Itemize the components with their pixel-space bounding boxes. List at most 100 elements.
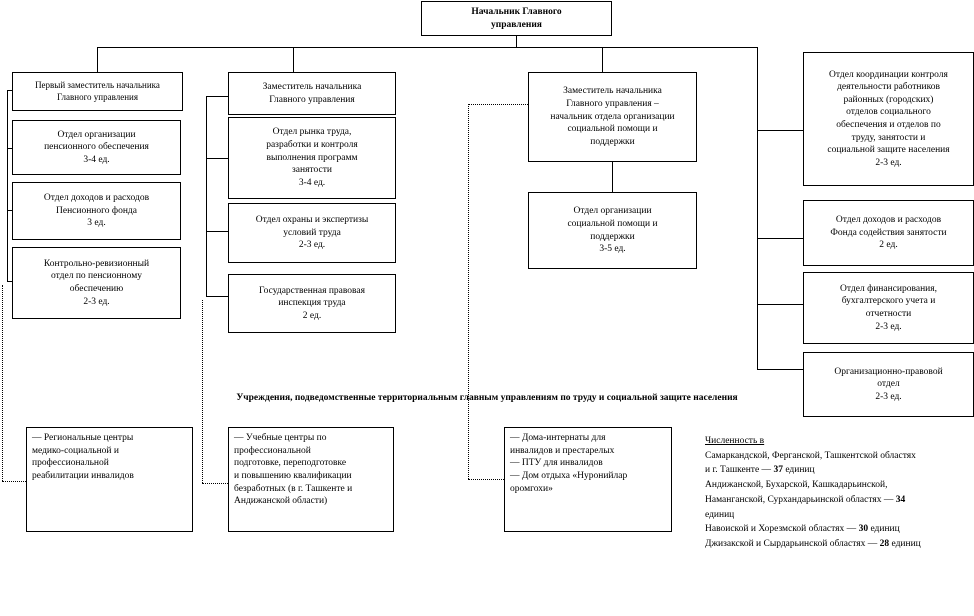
head-line: управления: [491, 19, 542, 30]
dept-line: занятости: [292, 165, 332, 176]
dept-line: обеспечения и отделов по: [836, 120, 941, 130]
institution-training-centers: — Учебные центры по профессиональной под…: [228, 427, 394, 532]
first-deputy-line: Первый заместитель начальника: [35, 79, 160, 90]
staff-count-row: и г. Ташкенте — 37 единиц: [705, 465, 815, 476]
dept-line: отделов социального: [846, 107, 931, 118]
dept-staff: 2 ед.: [879, 240, 898, 251]
staff-count-row: Андижанской, Бухарской, Кашкадарьинской,: [705, 480, 888, 491]
connector: [516, 35, 517, 48]
deputy-line: Заместитель начальника: [262, 81, 362, 92]
staff-count-row: Навоиской и Хорезмской областях — 30 еди…: [705, 524, 900, 535]
dept-staff: 2-3 ед.: [875, 321, 902, 332]
dept-line: труду, занятости и: [851, 132, 926, 143]
institution-line: — Региональные центры: [32, 433, 134, 443]
connector: [206, 296, 228, 297]
dept-line: выполнения программ: [266, 152, 358, 163]
deputy-line: Главного управления: [269, 94, 355, 105]
deputy-line: Главного управления –: [566, 99, 659, 110]
dept-staff: 3 ед.: [87, 218, 106, 229]
dept-line: районных (городских): [843, 94, 934, 105]
deputy-line: социальной помощи и: [567, 124, 658, 135]
dept-line: условий труда: [283, 227, 341, 238]
dept-line: Отдел доходов и расходов: [43, 193, 150, 204]
connector: [757, 238, 803, 239]
dept-legal: Организационно-правовой отдел 2-3 ед.: [803, 352, 974, 417]
dept-staff: 3-5 ед.: [599, 244, 626, 255]
institution-line: медико-социальной и: [32, 445, 119, 456]
institution-line: и повышению квалификации: [234, 470, 352, 481]
dept-line: поддержки: [590, 231, 635, 242]
connector: [7, 90, 12, 91]
dept-labor-market: Отдел рынка труда, разработки и контроля…: [228, 117, 396, 199]
dept-line: Отдел рынка труда,: [272, 127, 352, 138]
connector: [7, 90, 8, 281]
dept-line: отчетности: [865, 309, 912, 319]
dept-pension-organization: Отдел организации пенсионного обеспечени…: [12, 120, 181, 175]
first-deputy-box: Первый заместитель начальника Главного у…: [12, 72, 183, 111]
staff-count-row: Самаркандской, Ферганской, Ташкентской о…: [705, 450, 916, 461]
institution-line: профессиональной: [234, 445, 311, 456]
dotted-connector: [202, 300, 203, 483]
dept-coordination-control: Отдел координации контроля деятельности …: [803, 52, 974, 186]
institution-line: инвалидов и престарелых: [510, 445, 615, 456]
institution-line: профессиональной: [32, 458, 109, 469]
head-box: Начальник Главного управления: [421, 1, 612, 36]
dept-line: отдел: [877, 379, 900, 390]
dept-line: разработки и контроля: [266, 140, 358, 151]
connector: [97, 47, 757, 48]
dept-social-assistance: Отдел организации социальной помощи и по…: [528, 192, 697, 269]
connector: [757, 369, 803, 370]
dept-staff: 2-3 ед.: [298, 240, 326, 251]
dotted-connector: [2, 481, 26, 482]
dept-line: социальной помощи и: [567, 218, 658, 229]
dept-staff: 2 ед.: [302, 310, 322, 321]
connector: [612, 161, 613, 192]
connector: [206, 231, 228, 232]
dept-line: Контрольно-ревизионный: [43, 258, 150, 269]
first-deputy-line: Главного управления: [57, 91, 138, 102]
dotted-connector: [468, 104, 528, 105]
dept-finance-accounting: Отдел финансирования, бухгалтерского уче…: [803, 272, 974, 344]
dept-pension-audit: Контрольно-ревизионный отдел по пенсионн…: [12, 247, 181, 319]
connector: [7, 281, 12, 282]
dotted-connector: [468, 104, 469, 479]
dept-line: Отдел координации контроля: [829, 69, 948, 80]
dept-line: Пенсионного фонда: [56, 205, 137, 216]
connector: [206, 96, 207, 296]
institution-line: — Дом отдыха «Нуронийлар: [510, 470, 628, 481]
dept-line: Отдел организации: [57, 129, 136, 140]
dept-line: пенсионного обеспечения: [44, 142, 149, 153]
dept-staff: 2-3 ед.: [83, 296, 110, 307]
connector: [757, 304, 803, 305]
dept-staff: 2-3 ед.: [875, 391, 902, 402]
deputy-line: начальник отдела организации: [550, 111, 675, 122]
dept-labor-inspection: Государственная правовая инспекция труда…: [228, 274, 396, 333]
staff-count-note: Численность в Самаркандской, Ферганской,…: [705, 434, 973, 552]
dept-line: деятельности работников: [837, 82, 940, 93]
institution-line: подготовке, переподготовке: [234, 458, 347, 469]
deputy-line: поддержки: [590, 136, 635, 147]
institution-line: безработных (в г. Ташкенте и: [234, 483, 353, 494]
institution-line: — Учебные центры по: [234, 433, 327, 443]
connector: [206, 158, 228, 159]
institution-homes: — Дома-интернаты для инвалидов и престар…: [504, 427, 672, 532]
dept-staff: 3-4 ед.: [298, 177, 326, 188]
staff-count-row: Джизакской и Сырдарьинской областях — 28…: [705, 539, 921, 550]
dept-pension-fund: Отдел доходов и расходов Пенсионного фон…: [12, 182, 181, 240]
dept-line: социальной защите населения: [827, 145, 950, 156]
connector: [757, 130, 803, 131]
connector: [757, 47, 758, 369]
institutions-banner: Учреждения, подведомственные территориал…: [236, 393, 738, 403]
connector: [293, 47, 294, 72]
institution-line: оромгохи»: [510, 483, 553, 494]
staff-count-heading: Численность в: [705, 436, 765, 446]
dotted-connector: [468, 479, 504, 480]
staff-count-row: единиц: [705, 509, 735, 520]
deputy-social-box: Заместитель начальника Главного управлен…: [528, 72, 697, 162]
dept-line: Организационно-правовой: [834, 366, 943, 377]
institution-rehab-centers: — Региональные центры медико-социальной …: [26, 427, 193, 532]
institution-line: реабилитации инвалидов: [32, 470, 134, 481]
staff-count-row: Наманганской, Сурхандарьинской областях …: [705, 494, 906, 505]
connector: [206, 96, 228, 97]
dept-employment-fund: Отдел доходов и расходов Фонда содействи…: [803, 200, 974, 266]
